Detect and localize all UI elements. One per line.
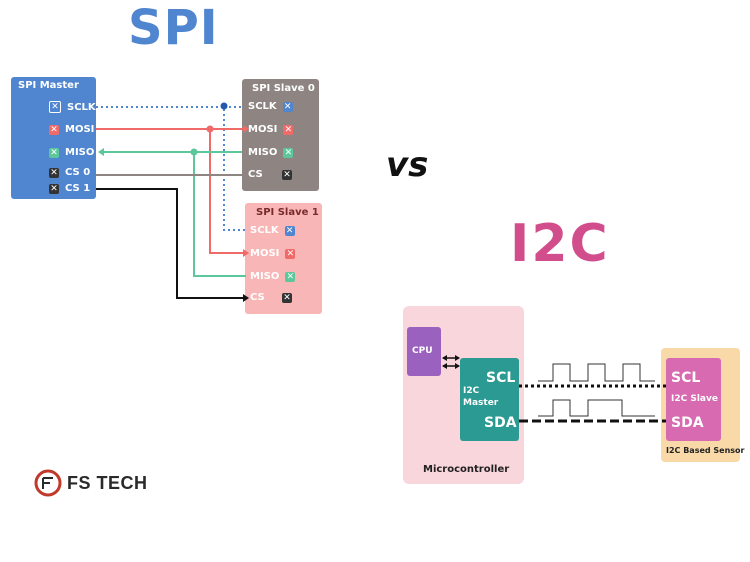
i2c-slave-box [666,358,721,441]
master-scl-label: SCL [486,370,516,386]
spi-master-title: SPI Master [18,80,79,91]
master-pin-mosi: ✕ MOSI [49,124,95,135]
sensor-label: I2C Based Sensor [666,446,745,455]
i2c-slave-label: I2C Slave [671,394,718,404]
cs-icon: ✕ [282,169,292,180]
slave1-pin-mosi: MOSI ✕ [250,248,296,259]
i2c-master-label: I2C Master [463,386,499,408]
miso-icon: ✕ [285,271,296,282]
master-pin-miso: ✕ MISO [49,147,95,158]
master-pin-cs0: ✕ CS 0 [49,167,91,178]
sclk-icon: ✕ [284,225,295,236]
cs1-icon: ✕ [49,183,59,194]
cs0-icon: ✕ [49,167,59,178]
fs-tech-logo: FS TECH [33,468,148,498]
slave1-pin-sclk: SCLK ✕ [250,225,295,236]
i2c-master-box [460,358,519,441]
master-sda-label: SDA [484,415,517,431]
sclk-icon: ✕ [282,101,293,112]
cpu-label: CPU [412,346,433,356]
slave-scl-label: SCL [671,370,701,386]
master-pin-sclk: ✕ SCLK [49,101,96,113]
miso-icon: ✕ [283,147,294,158]
mosi-icon: ✕ [283,124,294,135]
cs-icon: ✕ [282,292,292,303]
vs-title: vs [386,145,429,185]
sclk-icon: ✕ [49,101,61,113]
mosi-icon: ✕ [49,124,59,135]
i2c-title: I2C [510,214,610,274]
mosi-icon: ✕ [285,248,296,259]
slave0-pin-cs: CS ✕ [248,169,292,180]
spi-slave0-title: SPI Slave 0 [252,83,315,94]
miso-icon: ✕ [49,147,59,158]
master-pin-cs1: ✕ CS 1 [49,183,91,194]
logo-text: FS TECH [67,472,148,493]
fs-tech-logo-icon [34,469,62,497]
slave1-pin-miso: MISO ✕ [250,271,296,282]
slave-sda-label: SDA [671,415,704,431]
spi-slave1-title: SPI Slave 1 [256,207,319,218]
slave0-pin-sclk: SCLK ✕ [248,101,293,112]
spi-slave0-box [242,79,319,191]
microcontroller-label: Microcontroller [423,464,510,475]
spi-master-box [11,77,96,199]
slave0-pin-mosi: MOSI ✕ [248,124,294,135]
slave1-pin-cs: CS ✕ [250,292,292,303]
cpu-box [407,327,441,376]
spi-title: SPI [128,0,219,56]
slave0-pin-miso: MISO ✕ [248,147,294,158]
